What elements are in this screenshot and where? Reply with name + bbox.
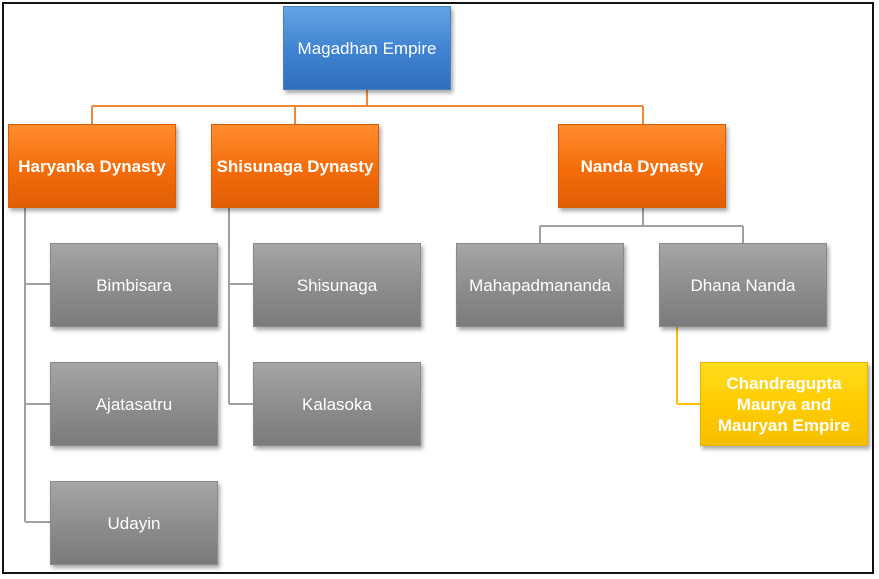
ruler-node-kalasoka: Kalasoka	[253, 362, 421, 446]
successor-label: Chandragupta Maurya and Mauryan Empire	[717, 373, 851, 435]
ruler-node-ajatasatru: Ajatasatru	[50, 362, 218, 446]
root-node: Magadhan Empire	[283, 6, 451, 90]
ruler-label: Dhana Nanda	[690, 275, 796, 295]
ruler-node-udayin: Udayin	[50, 481, 218, 565]
dynasty-node-haryanka: Haryanka Dynasty	[8, 124, 176, 208]
ruler-node-bimbisara: Bimbisara	[50, 243, 218, 327]
ruler-node-shisunaga: Shisunaga	[253, 243, 421, 327]
ruler-node-dhana-nanda: Dhana Nanda	[659, 243, 827, 327]
successor-node: Chandragupta Maurya and Mauryan Empire	[700, 362, 868, 446]
ruler-label: Shisunaga	[296, 275, 378, 295]
dynasty-label: Nanda Dynasty	[580, 156, 704, 176]
ruler-label: Ajatasatru	[95, 394, 173, 414]
ruler-node-mahapadmananda: Mahapadmananda	[456, 243, 624, 327]
dynasty-label: Shisunaga Dynasty	[216, 156, 374, 176]
ruler-label: Mahapadmananda	[469, 275, 611, 295]
ruler-label: Udayin	[107, 513, 161, 533]
dynasty-node-shisunaga: Shisunaga Dynasty	[211, 124, 379, 208]
ruler-label: Kalasoka	[302, 394, 372, 414]
dynasty-node-nanda: Nanda Dynasty	[558, 124, 726, 208]
root-label: Magadhan Empire	[297, 38, 437, 58]
ruler-label: Bimbisara	[96, 275, 172, 295]
dynasty-label: Haryanka Dynasty	[18, 156, 166, 176]
